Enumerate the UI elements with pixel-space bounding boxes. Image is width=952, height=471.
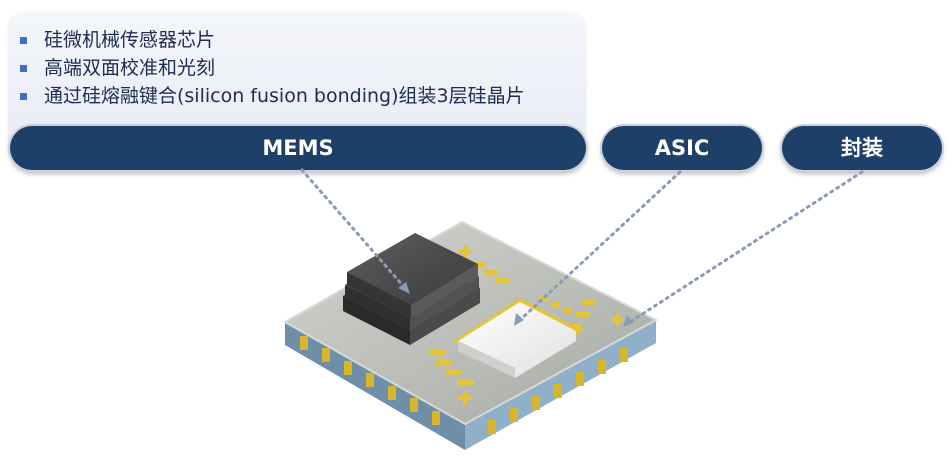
asic-die bbox=[452, 298, 583, 378]
bullet-icon bbox=[20, 37, 27, 44]
mems-label: MEMS bbox=[10, 126, 586, 170]
feature-item: 通过硅熔融键合(silicon fusion bonding)组装3层硅晶片 bbox=[16, 82, 525, 110]
feature-text: 通过硅熔融键合(silicon fusion bonding)组装3层硅晶片 bbox=[44, 85, 525, 107]
feature-list: 硅微机械传感器芯片 高端双面校准和光刻 通过硅熔融键合(silicon fusi… bbox=[16, 26, 525, 110]
mems-die-stack bbox=[343, 233, 480, 345]
feature-item: 硅微机械传感器芯片 bbox=[16, 26, 525, 54]
mems-arrow-icon bbox=[398, 282, 410, 294]
feature-item: 高端双面校准和光刻 bbox=[16, 54, 525, 82]
bullet-icon bbox=[20, 93, 27, 100]
package-label: 封装 bbox=[782, 126, 942, 170]
package-leads bbox=[300, 336, 628, 434]
asic-arrow-icon bbox=[514, 313, 524, 326]
feature-text: 硅微机械传感器芯片 bbox=[44, 29, 216, 51]
asic-label: ASIC bbox=[602, 126, 762, 170]
bullet-icon bbox=[20, 65, 27, 72]
leader-lines bbox=[300, 168, 864, 324]
leader-arrowheads bbox=[398, 282, 633, 327]
package-leader bbox=[628, 170, 864, 324]
feature-text: 高端双面校准和光刻 bbox=[44, 57, 216, 79]
package-arrow-icon bbox=[623, 315, 633, 327]
asic-leader bbox=[518, 170, 682, 322]
mems-leader bbox=[300, 168, 407, 290]
